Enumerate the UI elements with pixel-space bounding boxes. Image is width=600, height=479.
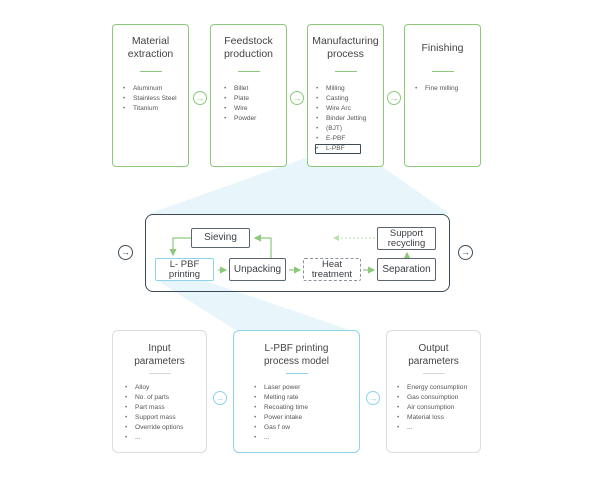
list-item: Melting rate xyxy=(254,393,308,403)
list-item: E-PBF xyxy=(316,134,366,144)
stage-title: Finishing xyxy=(421,42,464,54)
stage-rule xyxy=(139,71,162,72)
panel-rule xyxy=(422,373,445,374)
arrow-right-icon: → xyxy=(387,91,401,105)
stage-item-list: Milling Casting Wire Arc Binder Jetting … xyxy=(315,84,366,154)
list-item: ... xyxy=(125,433,183,443)
arrow-right-icon: → xyxy=(213,391,227,405)
step-heat-treatment: Heat treatment xyxy=(303,258,361,281)
step-sieving: Sieving xyxy=(191,228,250,248)
arrow-sieving-to-printing xyxy=(169,237,191,257)
list-item: Material loss xyxy=(397,413,467,423)
panel-rule xyxy=(285,373,308,374)
list-item: Billet xyxy=(224,84,256,94)
list-item: Override options xyxy=(125,423,183,433)
panel-item-list: Alloy No. of parts Part mass Support mas… xyxy=(125,383,183,443)
list-item: Gas consumption xyxy=(397,393,467,403)
list-item: ... xyxy=(397,423,467,433)
lpbf-loop-panel xyxy=(145,214,450,292)
list-item: Aluminum xyxy=(123,84,177,94)
list-item: Titanium xyxy=(123,104,177,114)
list-item: Recoating time xyxy=(254,403,308,413)
step-separation: Separation xyxy=(377,258,436,281)
stage-title: Manufacturing process xyxy=(312,35,379,60)
step-support-recycling: Support recycling xyxy=(377,227,436,250)
step-unpacking: Unpacking xyxy=(229,258,286,281)
stage-material-extraction: Material extraction Aluminum Stainless S… xyxy=(112,24,189,167)
arrow-right-icon: → xyxy=(193,91,207,105)
list-item: Power intake xyxy=(254,413,308,423)
panel-title: Output parameters xyxy=(408,343,459,367)
stage-rule xyxy=(334,71,357,72)
stage-title: Material extraction xyxy=(127,35,174,60)
list-item: Support mass xyxy=(125,413,183,423)
list-item: Binder Jetting xyxy=(316,114,366,124)
stage-manufacturing-process: Manufacturing process Milling Casting Wi… xyxy=(307,24,384,167)
list-item: Plate xyxy=(224,94,256,104)
stage-item-list: Billet Plate Wire Powder xyxy=(224,84,256,124)
list-item: No. of parts xyxy=(125,393,183,403)
list-item: Part mass xyxy=(125,403,183,413)
panel-title: Input parameters xyxy=(134,343,185,367)
list-item: ... xyxy=(254,433,308,443)
panel-input-parameters: Input parameters Alloy No. of parts Part… xyxy=(112,330,207,453)
list-item: Air consumption xyxy=(397,403,467,413)
stage-title: Feedstock production xyxy=(223,35,274,60)
arrow-right-icon: → xyxy=(458,245,473,260)
list-item: Alloy xyxy=(125,383,183,393)
panel-rule xyxy=(148,373,171,374)
panel-item-list: Laser power Melting rate Recoating time … xyxy=(254,383,308,443)
list-item: Fine milling xyxy=(415,84,458,94)
list-item-continuation: (BJT) xyxy=(316,124,366,134)
list-item-highlighted: L-PBF xyxy=(315,144,361,154)
stage-rule xyxy=(431,71,454,72)
list-item: Stainless Steel xyxy=(123,94,177,104)
arrow-unpacking-to-sieving xyxy=(253,234,272,259)
panel-output-parameters: Output parameters Energy consumption Gas… xyxy=(386,330,481,453)
lpbf-zoom-highlight xyxy=(148,154,450,214)
step-lpbf-printing: L- PBF printing xyxy=(155,258,214,281)
list-item: Gas f ow xyxy=(254,423,308,433)
stage-feedstock-production: Feedstock production Billet Plate Wire P… xyxy=(210,24,287,167)
list-item: Milling xyxy=(316,84,366,94)
list-item: Wire xyxy=(224,104,256,114)
list-item: Wire Arc xyxy=(316,104,366,114)
stage-item-list: Fine milling xyxy=(415,84,458,94)
arrow-right-icon: → xyxy=(118,245,133,260)
stage-finishing: Finishing Fine milling xyxy=(404,24,481,167)
panel-item-list: Energy consumption Gas consumption Air c… xyxy=(397,383,467,433)
panel-title: L-PBF printing process model xyxy=(263,343,330,367)
arrow-right-icon: → xyxy=(290,91,304,105)
stage-rule xyxy=(237,71,260,72)
stage-item-list: Aluminum Stainless Steel Titanium xyxy=(123,84,177,114)
arrow-right-icon: → xyxy=(366,391,380,405)
panel-lpbf-process-model: L-PBF printing process model Laser power… xyxy=(233,330,360,453)
list-item: Energy consumption xyxy=(397,383,467,393)
list-item: Powder xyxy=(224,114,256,124)
list-item: Laser power xyxy=(254,383,308,393)
list-item: Casting xyxy=(316,94,366,104)
